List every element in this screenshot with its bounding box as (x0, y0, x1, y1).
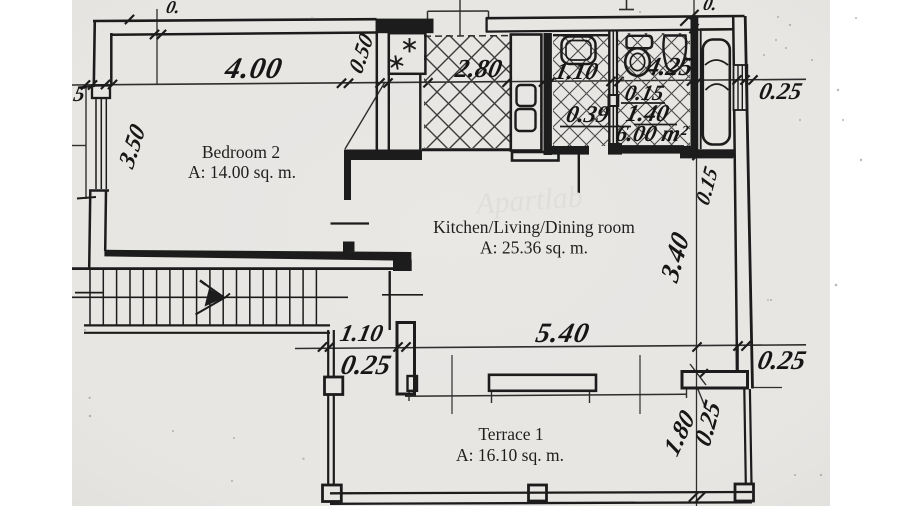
svg-text:Kitchen/Living/Dining room: Kitchen/Living/Dining room (433, 217, 635, 237)
svg-text:0.39: 0.39 (564, 101, 612, 128)
svg-text:A: 14.00 sq. m.: A: 14.00 sq. m. (188, 162, 296, 182)
svg-text:A: 16.10 sq. m.: A: 16.10 sq. m. (456, 445, 564, 465)
svg-text:Apartlab: Apartlab (473, 180, 584, 221)
svg-text:A: 25.36 sq. m.: A: 25.36 sq. m. (480, 238, 588, 258)
svg-text:Bedroom 2: Bedroom 2 (202, 142, 280, 162)
svg-text:0.25: 0.25 (757, 78, 805, 105)
svg-text:1.10: 1.10 (338, 320, 386, 347)
svg-text:0.: 0. (701, 0, 719, 14)
svg-text:6.00 m²: 6.00 m² (613, 121, 690, 147)
svg-text:2.80: 2.80 (452, 54, 505, 83)
svg-text:5: 5 (71, 81, 87, 106)
svg-text:4.25: 4.25 (643, 52, 696, 81)
svg-text:0.25: 0.25 (755, 345, 809, 375)
svg-text:0.15: 0.15 (623, 80, 667, 105)
svg-text:1.10: 1.10 (553, 58, 601, 85)
svg-text:4.00: 4.00 (221, 51, 286, 85)
svg-text:Terrace 1: Terrace 1 (478, 424, 543, 444)
svg-text:0.25: 0.25 (338, 350, 393, 381)
svg-text:0.: 0. (164, 0, 182, 17)
svg-text:5.40: 5.40 (533, 318, 592, 349)
svg-text:1.40: 1.40 (624, 100, 672, 127)
